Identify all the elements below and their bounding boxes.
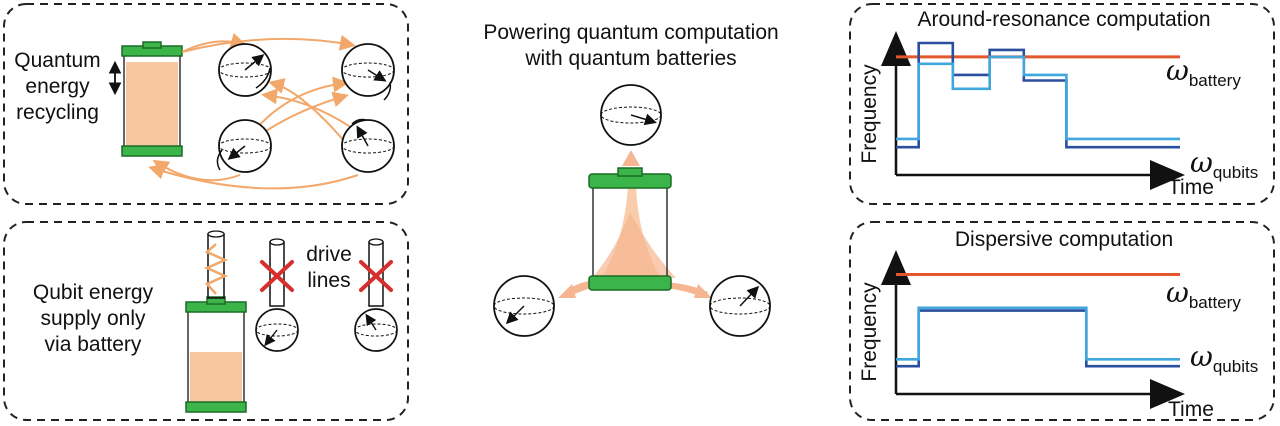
chart2-battery-omega: ω xyxy=(1166,276,1189,309)
recycling-label-line1: Quantum xyxy=(14,49,101,72)
chart1-battery-sub: battery xyxy=(1188,71,1241,90)
bloch-sphere-icon xyxy=(341,43,395,101)
drive-tube-battery xyxy=(203,230,229,299)
chart2-qubits-label: ωqubits xyxy=(1190,342,1258,382)
chart2-ylabel: Frequency xyxy=(858,282,881,382)
chart-dispersive xyxy=(881,250,1185,409)
supply-label-line3: via battery xyxy=(44,333,142,356)
chart2-battery-sub: battery xyxy=(1188,293,1241,312)
series-line-0-1 xyxy=(896,41,1180,149)
drive-line-tube xyxy=(269,238,285,307)
supply-label: Qubit energy supply only via battery xyxy=(8,280,178,358)
battery-supply xyxy=(185,296,247,413)
drive-lines-label-line1: drive xyxy=(306,243,352,266)
chart1-qubits-omega: ω xyxy=(1190,146,1213,179)
chart1-qubits-label: ωqubits xyxy=(1190,148,1258,188)
panel-chart2-frame xyxy=(849,221,1275,421)
series-line-1-2 xyxy=(896,306,1180,361)
chart1-battery-label: ωbattery xyxy=(1166,56,1241,96)
drive-lines-label-line2: lines xyxy=(307,269,351,292)
bloch-sphere-icon xyxy=(216,119,272,173)
cross-icon xyxy=(260,260,294,292)
chart2-battery-label: ωbattery xyxy=(1166,278,1241,318)
bloch-sphere-icon xyxy=(218,43,272,97)
panel-chart1-frame xyxy=(849,3,1275,205)
recycling-label: Quantum energy recycling xyxy=(0,48,115,126)
chart1-qubits-sub: qubits xyxy=(1212,163,1259,182)
supply-label-line1: Qubit energy xyxy=(32,281,154,304)
bloch-sphere-icon xyxy=(600,84,662,146)
chart2-title: Dispersive computation xyxy=(954,228,1174,251)
chart2-xlabel: Time xyxy=(1168,398,1214,421)
bloch-sphere-icon xyxy=(709,275,771,337)
chart1-battery-omega: ω xyxy=(1166,54,1189,87)
cross-icon xyxy=(359,260,393,292)
drive-lines-label: drive lines xyxy=(294,242,364,294)
supply-label-line2: supply only xyxy=(40,307,146,330)
bloch-sphere-icon xyxy=(493,275,555,337)
chart1-xlabel: Time xyxy=(1168,176,1214,199)
battery-center xyxy=(588,167,672,291)
chart1-ylabel: Frequency xyxy=(858,64,881,164)
recycling-label-line2: energy xyxy=(25,75,90,98)
panel-recycling-frame xyxy=(3,3,409,205)
series-line-0-2 xyxy=(896,55,1180,141)
bloch-sphere-icon xyxy=(354,308,398,352)
drive-line-tube xyxy=(368,238,384,307)
chart2-qubits-omega: ω xyxy=(1190,340,1213,373)
center-title-line2: with quantum batteries xyxy=(525,47,737,70)
panel-supply-frame xyxy=(3,221,409,421)
center-title-line1: Powering quantum computation xyxy=(483,21,779,44)
bloch-sphere-icon xyxy=(341,118,395,173)
center-title: Powering quantum computation with quantu… xyxy=(436,20,826,72)
recycling-label-line3: recycling xyxy=(16,101,99,124)
series-line-1-1 xyxy=(896,309,1180,368)
chart1-title: Around-resonance computation xyxy=(917,8,1211,31)
chart2-qubits-sub: qubits xyxy=(1212,357,1259,376)
recycling-arrows xyxy=(148,33,359,190)
chart-around-resonance xyxy=(881,31,1185,190)
bloch-sphere-icon xyxy=(255,308,299,352)
battery-recycling xyxy=(121,41,183,157)
